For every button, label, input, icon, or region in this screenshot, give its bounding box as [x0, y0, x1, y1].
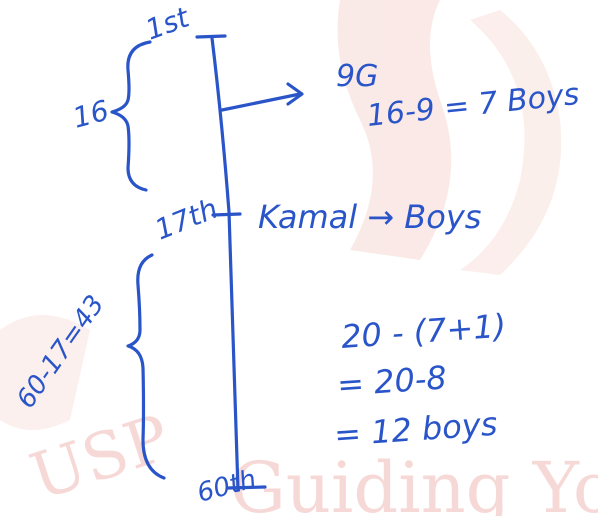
watermark-text: Guiding You to g	[230, 447, 598, 516]
top-brace	[110, 40, 152, 192]
label-seventeenth: 17th	[150, 192, 222, 247]
bottom-brace	[126, 253, 166, 480]
watermark-logo	[0, 0, 562, 430]
watermark-corner-shape	[0, 315, 90, 430]
watermark-flame-shape-right	[460, 10, 562, 275]
label-kamal: Kamal → Boys	[258, 198, 481, 236]
arrow-head	[286, 82, 304, 106]
label-nine-g: 9G	[336, 59, 378, 94]
tick-top	[195, 34, 227, 39]
vertical-line	[210, 36, 240, 492]
tick-bottom	[226, 485, 267, 490]
tick-middle	[211, 212, 242, 217]
calc-line-2: = 20-8	[336, 358, 448, 404]
label-first: 1st	[141, 0, 194, 46]
calc-line-1: 20 - (7+1)	[340, 307, 507, 356]
arrow-shaft	[220, 92, 302, 112]
watermark-flame-shape	[337, 0, 452, 260]
label-sixteen: 16	[69, 94, 112, 135]
number-line	[195, 34, 267, 492]
